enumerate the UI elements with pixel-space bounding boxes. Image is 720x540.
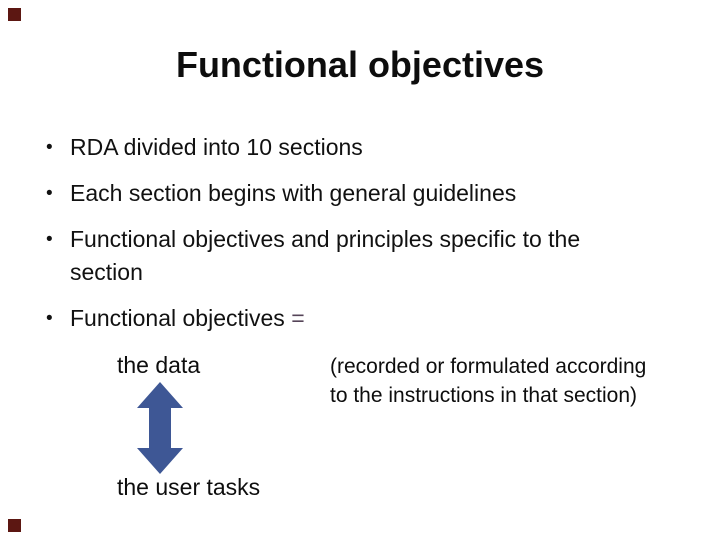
bullet-item-general-guidelines: • Each section begins with general guide… (46, 177, 646, 210)
bullet-item-rda-sections: • RDA divided into 10 sections (46, 131, 646, 164)
bullet-icon: • (46, 229, 53, 250)
note-line-2: to the instructions in that section) (330, 384, 637, 407)
bullet-text: Each section begins with general guideli… (70, 180, 517, 206)
parenthetical-note: (recorded or formulated according to the… (330, 352, 690, 410)
slide-title: Functional objectives (175, 44, 545, 85)
note-line-1: (recorded or formulated according (330, 355, 647, 378)
bullet-text-main: Functional objectives (70, 305, 285, 331)
equals-sign: = (291, 305, 305, 331)
bullet-text: RDA divided into 10 sections (70, 134, 363, 160)
double-headed-vertical-arrow-icon (137, 382, 183, 474)
diagram-label-the-data: the data (117, 352, 201, 378)
bullet-icon: • (46, 308, 53, 329)
double-arrow-shape (137, 382, 183, 474)
bullet-item-functional-objectives-equals: • Functional objectives = (46, 302, 646, 335)
diagram-label-the-user-tasks: the user tasks (117, 474, 261, 500)
corner-marker-top-left-icon (8, 8, 21, 21)
bullet-item-objectives-principles: • Functional objectives and principles s… (46, 223, 646, 289)
bullet-icon: • (46, 183, 53, 204)
bullet-icon: • (46, 137, 53, 158)
bullet-text: Functional objectives and principles spe… (70, 226, 581, 285)
bullet-list: • RDA divided into 10 sections • Each se… (46, 131, 646, 348)
bullet-text: Functional objectives = (70, 302, 646, 335)
corner-marker-bottom-left-icon (8, 519, 21, 532)
